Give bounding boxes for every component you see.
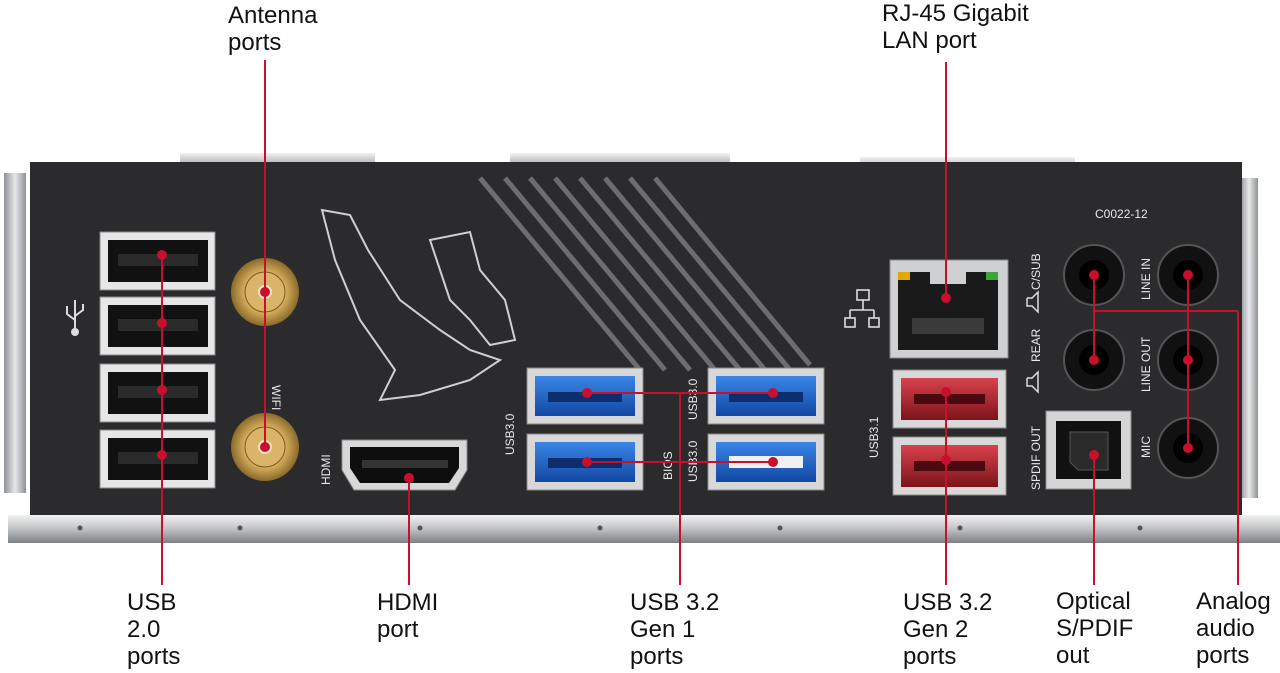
speaker-icon-rear [1026, 370, 1039, 394]
bottom-rail [8, 515, 1280, 543]
bottom-rail-holes [77, 525, 1143, 531]
line-in-silkscreen: LINE IN [1139, 258, 1153, 300]
usb31-port-bottom [892, 436, 1007, 496]
usb31-port-top [892, 369, 1007, 429]
usb20-port-3 [99, 363, 216, 423]
network-icon [844, 289, 880, 328]
usb-symbol-icon [66, 300, 84, 336]
aorus-logo [320, 208, 517, 402]
rj45-lan-port-label: RJ-45 Gigabit LAN port [882, 0, 1029, 54]
model-code-text: C0022-12 [1095, 207, 1148, 221]
right-rail [1240, 178, 1258, 498]
usb20-port-4 [99, 429, 216, 489]
line-out-silkscreen: LINE OUT [1139, 336, 1153, 392]
usb20-port-2 [99, 296, 216, 356]
hdmi-port [341, 439, 468, 491]
left-rail [4, 173, 26, 493]
usb32-gen1-ports-label: USB 3.2 Gen 1 ports [630, 589, 720, 670]
usb30-right-top-silkscreen: USB3.0 [686, 378, 700, 420]
analog-audio-ports-label: Analog audio ports [1196, 588, 1271, 669]
c-sub-silkscreen: C/SUB [1029, 253, 1043, 290]
hdmi-silkscreen: HDMI [319, 454, 333, 485]
rear-silkscreen: REAR [1029, 328, 1043, 362]
leader-lines [161, 60, 1239, 585]
usb20-port-1 [99, 231, 216, 291]
usb30-left-silkscreen: USB3.0 [503, 413, 517, 455]
optical-spdif-port [1045, 410, 1132, 490]
usb20-port-stack [99, 231, 216, 489]
leader-dots [157, 250, 1193, 483]
bios-silkscreen: BIOS [661, 451, 675, 480]
wifi-silkscreen: WIFI [269, 385, 283, 410]
decorative-stripes [478, 176, 812, 372]
spdif-out-silkscreen: SPDIF OUT [1029, 425, 1043, 490]
hdmi-port-label: HDMI port [377, 589, 439, 643]
usb32-gen2-ports-label: USB 3.2 Gen 2 ports [903, 589, 993, 670]
mic-silkscreen: MIC [1139, 436, 1153, 458]
speaker-icon-top [1026, 290, 1039, 314]
usb31-silkscreen: USB3.1 [867, 416, 881, 458]
optical-spdif-out-label: Optical S/PDIF out [1056, 588, 1134, 669]
rj45-lan-port [889, 259, 1009, 359]
usb20-ports-label: USB 2.0 ports [127, 589, 181, 670]
usb30-port-right-top [707, 367, 825, 425]
antenna-ports-label: Antenna ports [228, 2, 318, 56]
